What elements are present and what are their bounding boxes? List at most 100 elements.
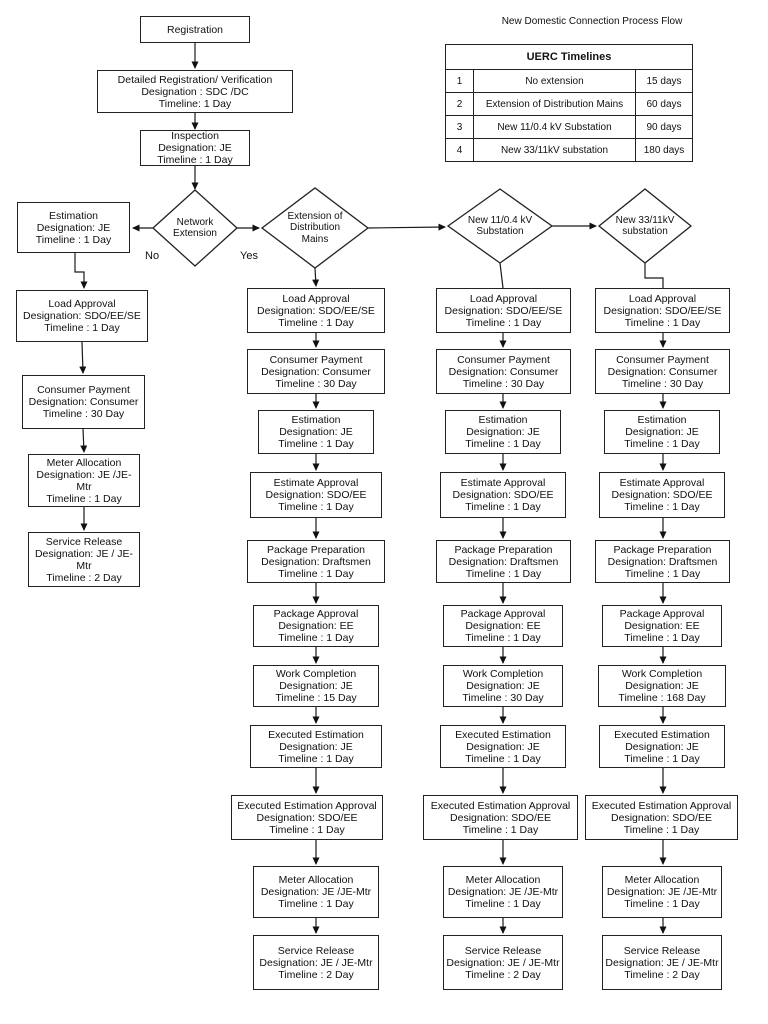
inspection-line: Inspection <box>171 130 219 142</box>
c4-load-approval-line: Load Approval <box>628 292 697 305</box>
c2-service-release-line: Service Release <box>277 944 355 957</box>
c4-meter-allocation-line: Meter Allocation <box>624 874 700 886</box>
c4-work-completion-line: Timeline : 168 Day <box>618 692 706 704</box>
c4-service-release-line: Timeline : 2 Day <box>624 968 700 981</box>
detailed-registration-line: Timeline: 1 Day <box>158 97 232 110</box>
c4-executed-estimation-line: Timeline : 1 Day <box>624 752 700 765</box>
c1-load-approval-line: Designation: SDO/EE/SE <box>23 310 141 322</box>
c2-executed-estimation-line: Executed Estimation <box>268 728 364 741</box>
flow-arrow <box>367 223 446 231</box>
c4-meter-allocation-line: Designation: JE /JE-Mtr <box>606 886 718 898</box>
c3-consumer-payment-line: Timeline : 30 Day <box>462 377 545 390</box>
uerc-row-4: 4 New 33/11kV substation 180 days <box>445 138 693 162</box>
c3-executed-estimation-line: Timeline : 1 Day <box>465 752 541 765</box>
c1-load-approval-line: Load Approval <box>48 298 116 310</box>
uerc-row-1-num: 1 <box>445 69 474 93</box>
decision-extension-distribution-mains-shape <box>260 187 370 269</box>
c3-estimation-line: Designation: JE <box>466 426 540 438</box>
flow-arrow <box>312 267 320 287</box>
c2-consumer-payment-line: Timeline : 30 Day <box>275 377 357 390</box>
c2-estimate-approval-line: Estimate Approval <box>273 477 359 489</box>
c4-executed-estimation-line: Executed Estimation <box>614 728 710 741</box>
c3-executed-estimation-approval-line: Timeline : 1 Day <box>462 823 539 836</box>
c3-meter-allocation-line: Timeline : 1 Day <box>465 898 541 910</box>
uerc-row-2: 2 Extension of Distribution Mains 60 day… <box>445 92 693 116</box>
c3-executed-estimation-line: Designation: JE <box>466 740 540 753</box>
c4-executed-estimation-line: Designation: JE <box>625 740 699 753</box>
c3-consumer-payment-line: Consumer Payment <box>457 353 550 366</box>
c4-meter-allocation-line: Timeline : 1 Day <box>624 898 700 910</box>
c3-load-approval-line: Load Approval <box>469 292 538 305</box>
c4-estimate-approval-line: Estimate Approval <box>619 477 705 489</box>
c4-consumer-payment-line: Designation: Consumer <box>607 365 718 378</box>
decision-new-33kv-substation-shape <box>597 188 693 264</box>
c2-work-completion-line: Work Completion <box>275 668 357 680</box>
c2-work-completion-line: Timeline : 15 Day <box>275 692 357 704</box>
inspection-line: Designation: JE <box>158 142 232 154</box>
c1-meter-allocation-line: Designation: JE /JE-Mtr <box>36 468 132 493</box>
c3-package-preparation-line: Designation: Draftsmen <box>448 555 559 568</box>
c4-service-release-line: Service Release <box>623 944 701 957</box>
c3-estimation-line: Timeline : 1 Day <box>465 438 541 450</box>
decision-network-extension-shape <box>152 189 238 267</box>
c1-service-release-line: Designation: JE / JE-Mtr <box>34 547 134 572</box>
registration-line: Registration <box>166 23 224 36</box>
c4-package-approval-line: Timeline : 1 Day <box>624 632 700 644</box>
c2-package-preparation-line: Package Preparation <box>266 543 366 556</box>
c3-work-completion-line: Work Completion <box>462 668 544 680</box>
c1-estimation-line: Designation: JE <box>36 221 111 234</box>
c1-meter-allocation-line: Meter Allocation <box>46 456 122 469</box>
c1-estimation-line: Estimation <box>48 209 99 222</box>
c3-service-release-line: Timeline : 2 Day <box>465 968 541 981</box>
detailed-registration-line: Detailed Registration/ Verification <box>117 73 273 86</box>
c3-package-preparation-line: Timeline : 1 Day <box>465 567 542 580</box>
c2-estimation-line: Estimation <box>291 414 341 426</box>
branch-label-no: No <box>145 250 160 262</box>
c3-estimation-line: Estimation <box>478 414 528 426</box>
uerc-row-2-num: 2 <box>445 92 474 116</box>
c2-estimate-approval-line: Timeline : 1 Day <box>278 501 354 513</box>
c3-consumer-payment-line: Designation: Consumer <box>448 365 559 378</box>
flow-arrow <box>644 263 664 288</box>
c3-work-completion-line: Designation: JE <box>466 680 540 692</box>
c4-load-approval-line: Designation: SDO/EE/SE <box>603 304 722 317</box>
c3-package-approval-line: Designation: EE <box>465 620 541 632</box>
c4-work-completion-line: Designation: JE <box>625 680 699 692</box>
c2-package-preparation-line: Designation: Draftsmen <box>261 555 371 568</box>
c2-meter-allocation-line: Timeline : 1 Day <box>278 898 354 910</box>
c2-executed-estimation-approval-line: Designation: SDO/EE <box>256 811 358 824</box>
c3-executed-estimation-approval-line: Designation: SDO/EE <box>450 811 551 824</box>
flow-arrow <box>79 341 87 374</box>
c1-consumer-payment-line: Designation: Consumer <box>28 396 139 408</box>
c4-estimate-approval-line: Timeline : 1 Day <box>624 501 700 513</box>
c4-load-approval-line: Timeline : 1 Day <box>624 316 701 329</box>
uerc-row-3-desc: New 11/0.4 kV Substation <box>473 115 636 139</box>
c4-consumer-payment-line: Timeline : 30 Day <box>621 377 704 390</box>
c2-executed-estimation-line: Designation: JE <box>279 740 353 753</box>
